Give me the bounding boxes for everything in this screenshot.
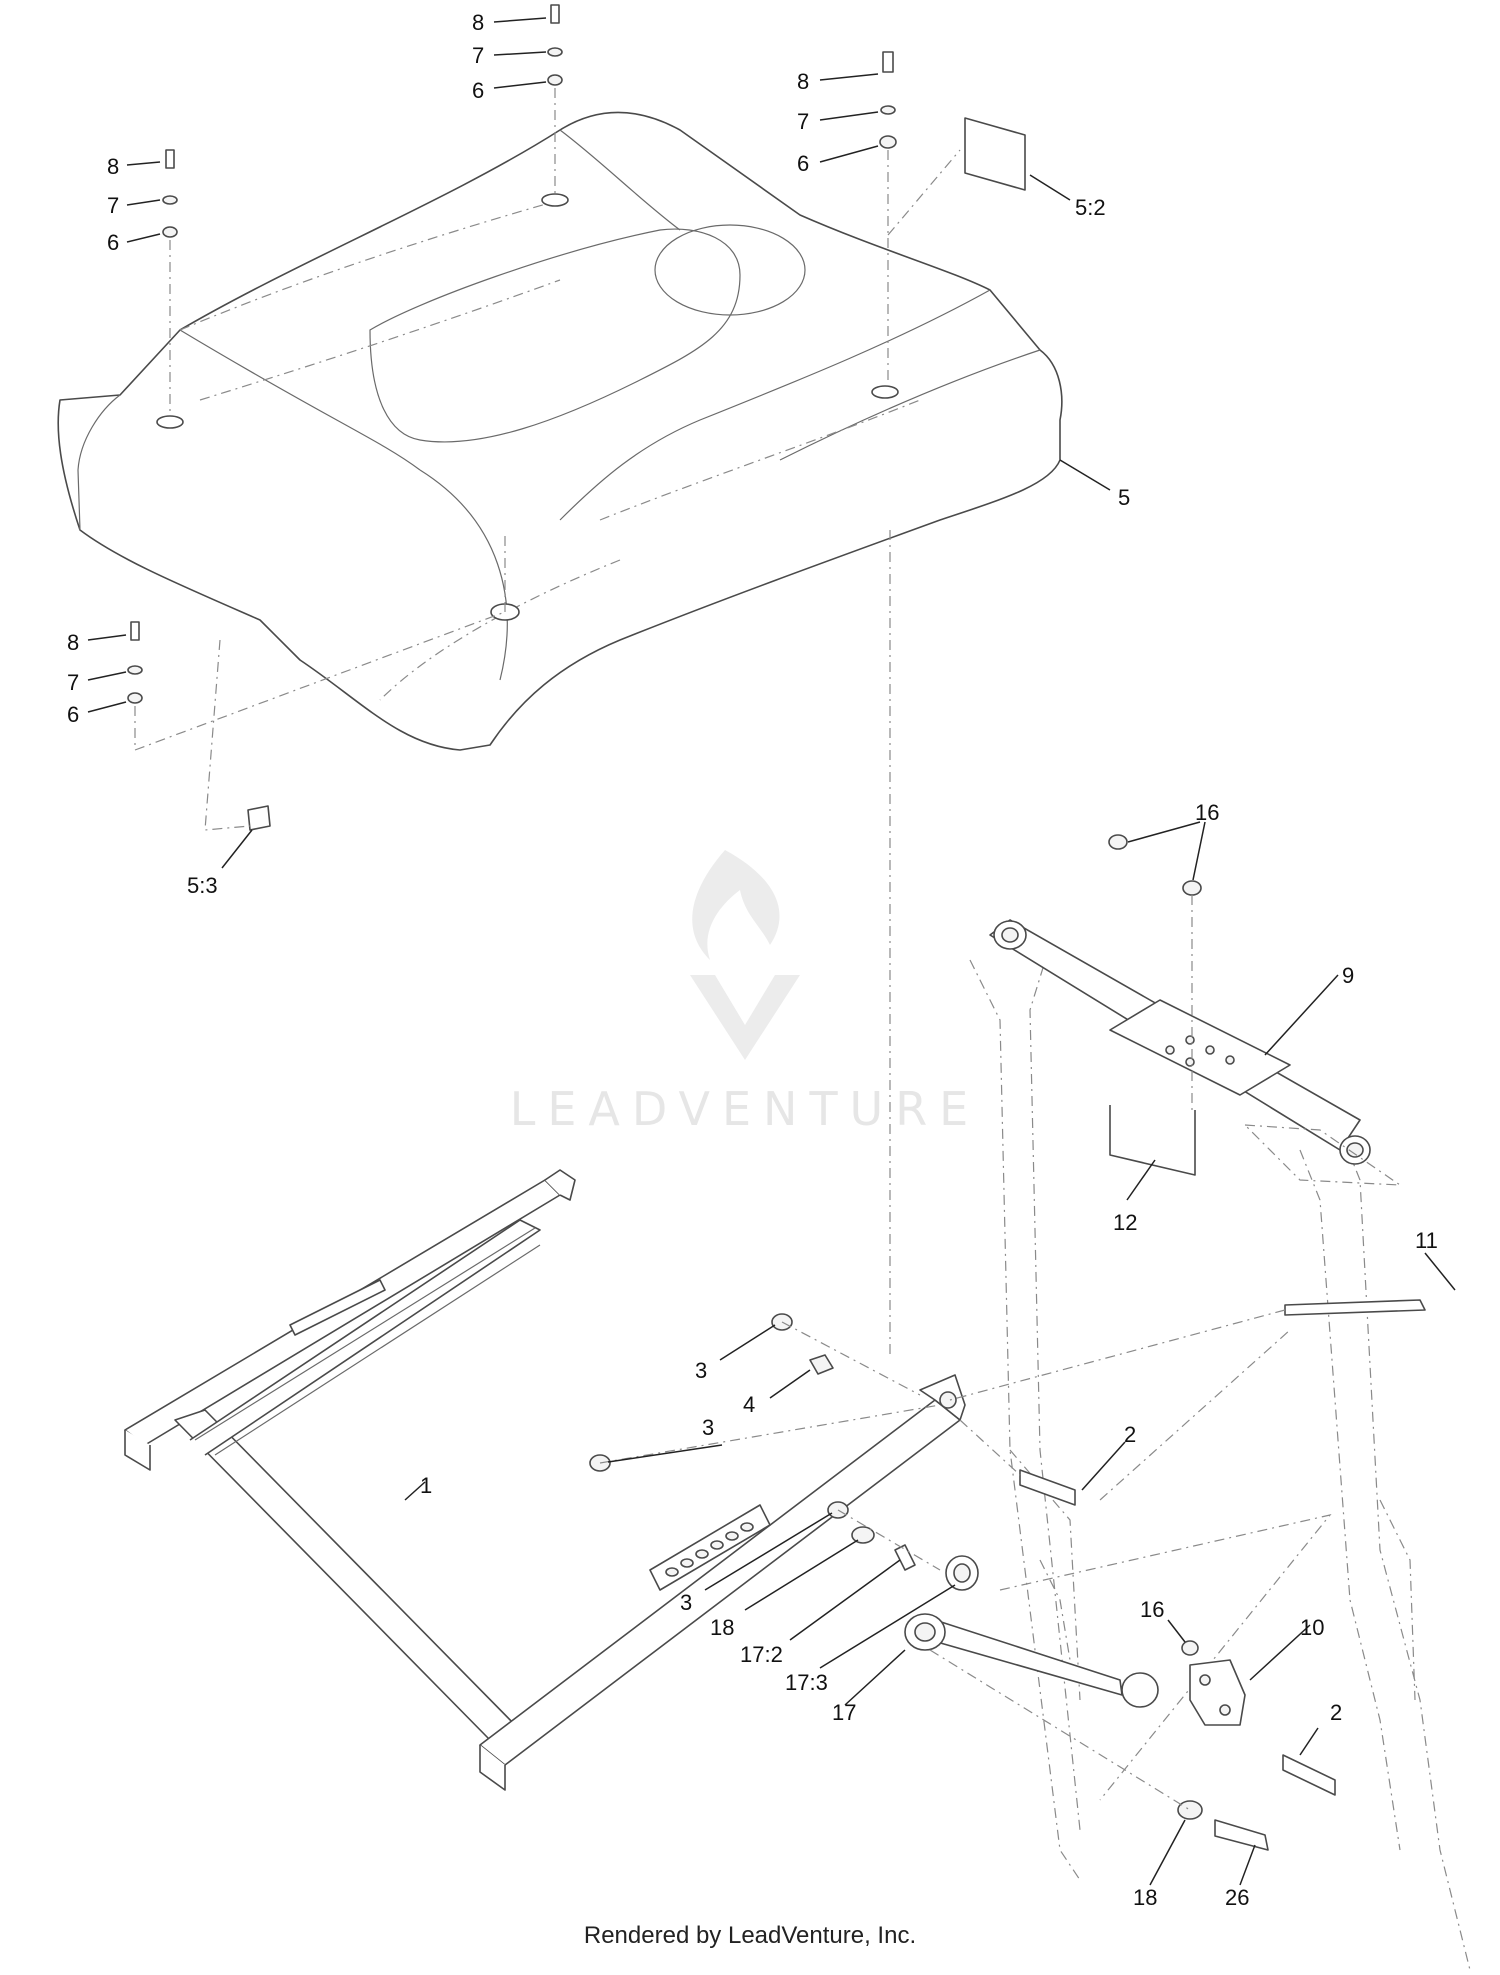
callout-6: 6 xyxy=(67,702,79,727)
callout-6: 6 xyxy=(797,151,809,176)
watermark-text: LEADVENTURE xyxy=(510,1082,981,1136)
callout-18: 18 xyxy=(710,1615,734,1640)
fastener-stack-right xyxy=(879,51,961,385)
washer-18-lower xyxy=(1177,1800,1203,1820)
callout-2: 2 xyxy=(1330,1700,1342,1725)
nuts-16-top xyxy=(1108,834,1202,1110)
callout-3: 3 xyxy=(695,1358,707,1383)
callout-16: 16 xyxy=(1195,800,1219,825)
callout-11: 11 xyxy=(1415,1228,1438,1253)
callout-6: 6 xyxy=(472,78,484,103)
callout-3: 3 xyxy=(680,1590,692,1615)
callout-10: 10 xyxy=(1300,1615,1324,1640)
fastener-stack-top xyxy=(547,4,563,195)
render-credit: Rendered by LeadVenture, Inc. xyxy=(583,1922,917,1949)
seat-support-hoop xyxy=(969,944,1471,1971)
decal-5-2 xyxy=(964,117,1026,191)
fastener-stack-lower-left xyxy=(127,621,143,750)
seat-pan-frame xyxy=(124,1169,966,1791)
u-bolt xyxy=(1109,1105,1196,1176)
callout-5-3: 5:3 xyxy=(187,873,218,898)
callout-7: 7 xyxy=(67,670,79,695)
callout-7: 7 xyxy=(472,43,484,68)
leader-lines xyxy=(87,17,1456,1886)
callout-3: 3 xyxy=(702,1415,714,1440)
callout-8: 8 xyxy=(107,154,119,179)
callout-17-3: 17:3 xyxy=(785,1670,828,1695)
link-arm-assembly xyxy=(837,1509,1332,1801)
seat-slot-holes xyxy=(665,1522,754,1577)
callout-5-2: 5:2 xyxy=(1075,195,1106,220)
clip-4 xyxy=(809,1354,834,1375)
callout-17-2: 17:2 xyxy=(740,1642,783,1667)
pivot-bracket-10 xyxy=(1189,1659,1246,1726)
leadventure-watermark: LEADVENTURE xyxy=(510,850,981,1136)
callout-5: 5 xyxy=(1118,485,1130,510)
decal-5-3 xyxy=(247,805,271,831)
callout-26: 26 xyxy=(1225,1885,1249,1910)
seat-mount-bracket xyxy=(989,919,1371,1165)
callout-labels: 8 7 6 8 7 6 8 7 6 5:2 5 8 7 6 5:3 16 9 1… xyxy=(67,10,1438,1910)
callout-7: 7 xyxy=(107,193,119,218)
callout-9: 9 xyxy=(1342,963,1354,988)
bolt-2-upper xyxy=(1019,1469,1076,1506)
callout-8: 8 xyxy=(797,69,809,94)
pivot-pin xyxy=(1284,1299,1426,1316)
nut-16-lower xyxy=(1181,1640,1199,1656)
callout-4: 4 xyxy=(743,1392,755,1417)
callout-2: 2 xyxy=(1124,1422,1136,1447)
callout-6: 6 xyxy=(107,230,119,255)
callout-7: 7 xyxy=(797,109,809,134)
callout-12: 12 xyxy=(1113,1210,1137,1235)
callout-18: 18 xyxy=(1133,1885,1157,1910)
callout-1: 1 xyxy=(420,1473,432,1498)
callout-8: 8 xyxy=(67,630,79,655)
bolt-2-lower xyxy=(1282,1754,1336,1796)
callout-16: 16 xyxy=(1140,1597,1164,1622)
hood-cover xyxy=(57,111,1063,751)
callout-17: 17 xyxy=(832,1700,856,1725)
fastener-stack-left xyxy=(162,149,178,415)
bolt-26 xyxy=(1214,1819,1269,1851)
callout-8: 8 xyxy=(472,10,484,35)
